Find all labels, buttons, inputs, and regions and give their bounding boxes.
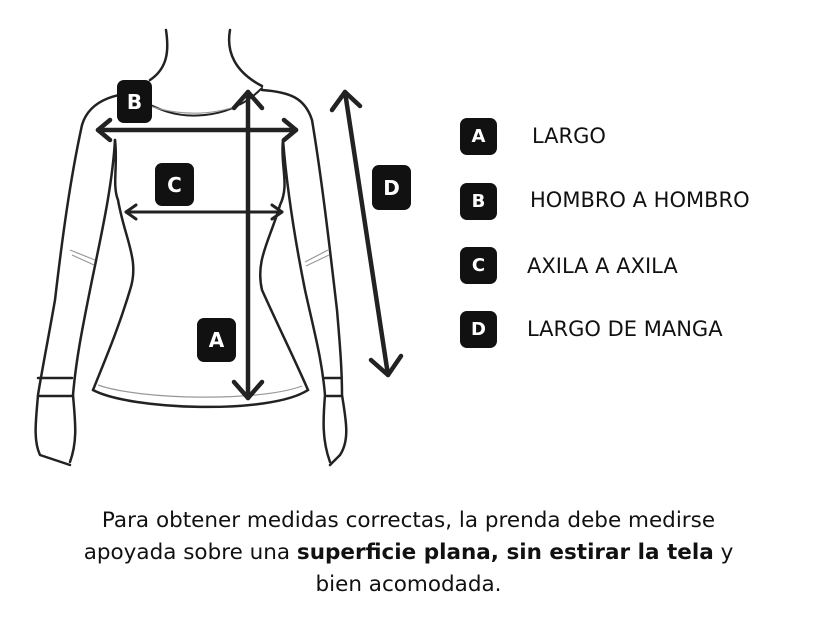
body-left [91, 138, 135, 392]
note-line-1: Para obtener medidas correctas, la prend… [101, 508, 716, 533]
right-sleeve-inner [281, 138, 332, 464]
note-emphasis: superficie plana, sin estirar la tela [296, 540, 714, 565]
right-sleeve-outer [260, 88, 348, 467]
hem [91, 388, 310, 409]
arrow-c-axila [124, 203, 284, 221]
legend-label-c: AXILA A AXILA [527, 254, 678, 278]
badge-c: C [155, 163, 194, 206]
legend-badge-d: D [460, 311, 497, 348]
legend-label-a: LARGO [532, 124, 606, 148]
left-cuff [36, 376, 75, 398]
neck-left [148, 28, 169, 82]
legend-badge-a: A [460, 118, 497, 155]
note-line-2: apoyada sobre una superficie plana, sin … [0, 537, 817, 569]
note-text: y [713, 540, 734, 565]
left-sleeve-inner [68, 138, 117, 464]
body-right [258, 138, 310, 392]
right-cuff [323, 376, 344, 398]
badge-d: D [372, 165, 411, 210]
arrow-a-largo [231, 89, 265, 401]
note-line-3: bien acomodada. [315, 572, 502, 597]
legend-label-b: HOMBRO A HOMBRO [530, 188, 750, 212]
measuring-note: Para obtener medidas correctas, la prend… [0, 505, 817, 601]
badge-b: B [117, 80, 152, 123]
neck-right [227, 28, 264, 88]
note-text: apoyada sobre una [83, 540, 297, 565]
arrow-b-hombro [95, 117, 299, 143]
left-sleeve-outer [34, 90, 152, 467]
legend-badge-b: B [460, 183, 497, 220]
legend-label-d: LARGO DE MANGA [527, 317, 723, 341]
badge-a: A [197, 318, 236, 362]
arrow-d-manga [329, 89, 404, 378]
legend-badge-c: C [460, 247, 497, 284]
